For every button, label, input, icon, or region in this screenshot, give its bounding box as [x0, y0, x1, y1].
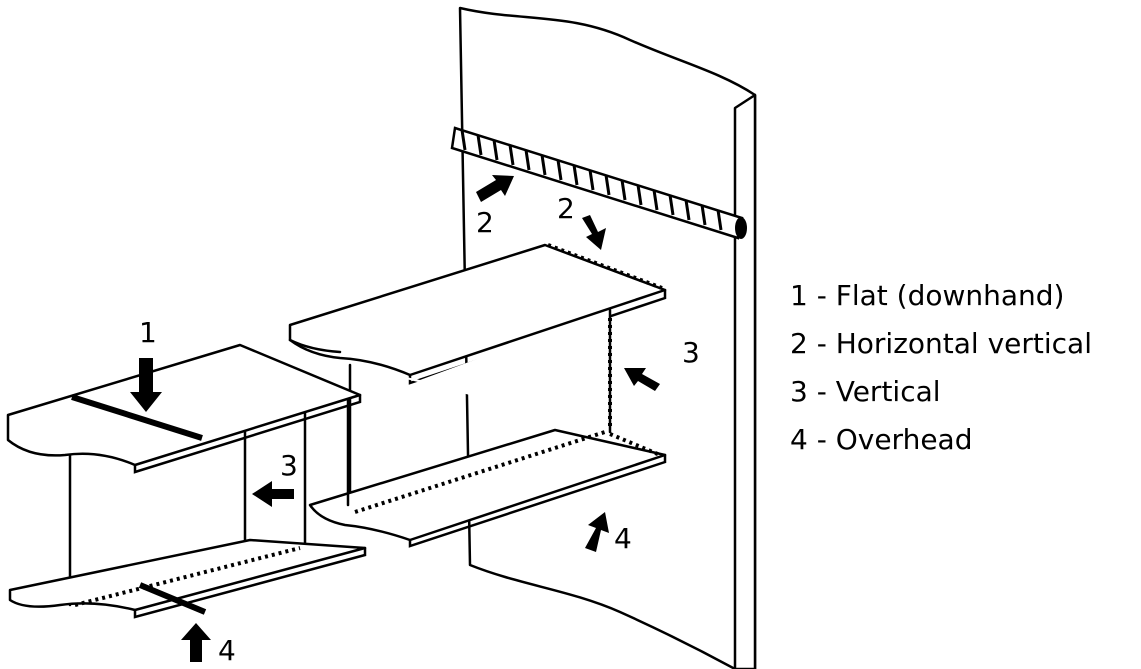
- legend-item-vertical: 3 - Vertical: [790, 375, 941, 408]
- arrow-vertical-front: [252, 481, 294, 507]
- position-arrows: [130, 175, 660, 662]
- rear-top-flange: [288, 243, 667, 377]
- arrow-horizontal-left: [476, 175, 514, 202]
- label-vertical-front: 3: [280, 449, 298, 482]
- horizontal-weld-bead: [450, 126, 747, 240]
- flat-weld-seam: [71, 394, 203, 441]
- arrow-vertical-rear: [624, 368, 660, 391]
- label-horizontal-left: 2: [476, 206, 494, 239]
- label-overhead-front: 4: [218, 634, 236, 667]
- position-labels: 1 2 2 3 3 4 4: [139, 192, 700, 667]
- label-overhead-rear: 4: [614, 522, 632, 555]
- arrow-flat: [130, 358, 162, 412]
- arrow-overhead-rear: [585, 512, 609, 552]
- label-flat: 1: [139, 316, 157, 349]
- rear-i-beam: [288, 243, 667, 548]
- label-horizontal-right: 2: [557, 192, 575, 225]
- arrow-overhead-front: [181, 623, 211, 662]
- legend: 1 - Flat (downhand) 2 - Horizontal verti…: [790, 272, 1092, 464]
- label-vertical-rear: 3: [682, 336, 700, 369]
- front-i-beam: [6, 343, 367, 619]
- front-top-flange: [6, 343, 362, 467]
- plate-edge: [733, 93, 757, 669]
- legend-item-overhead: 4 - Overhead: [790, 423, 973, 456]
- front-bottom-flange: [8, 538, 367, 612]
- rear-web: [350, 310, 610, 430]
- arrow-horizontal-right: [582, 215, 606, 250]
- legend-item-horizontal: 2 - Horizontal vertical: [790, 327, 1092, 360]
- legend-item-flat: 1 - Flat (downhand): [790, 279, 1065, 312]
